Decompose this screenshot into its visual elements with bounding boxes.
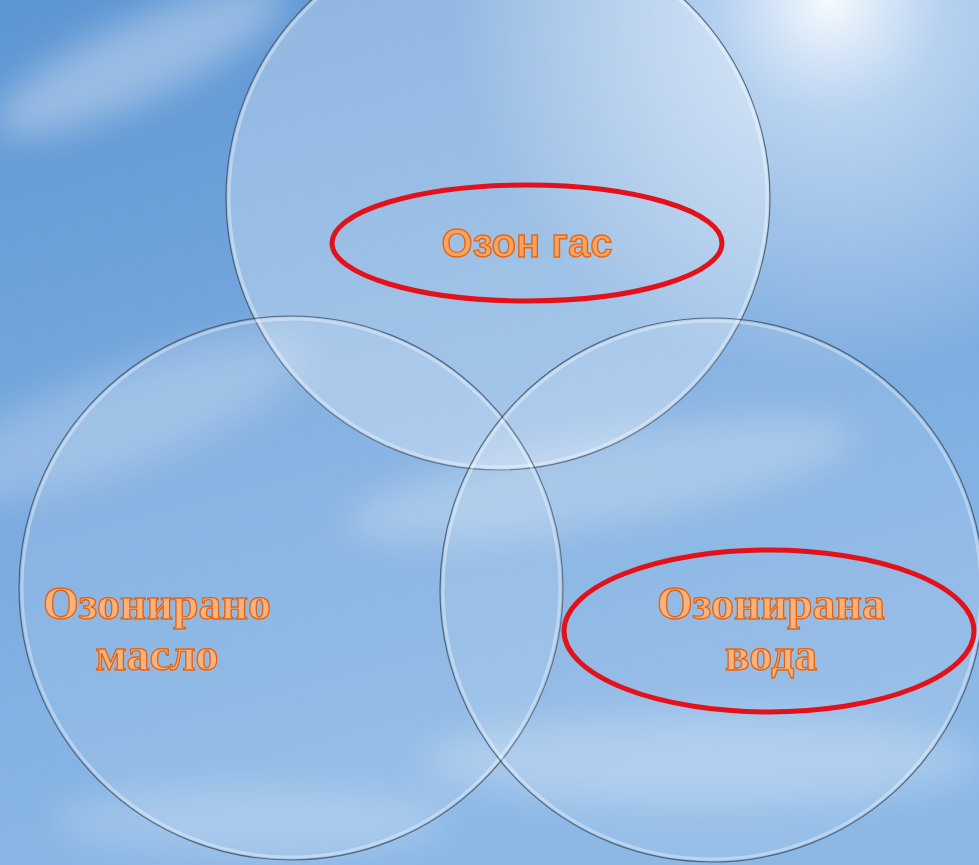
highlight-ellipse (564, 550, 974, 712)
venn-circle: Озонирано масло (18, 315, 564, 861)
venn-circle: Озонирана вода (439, 317, 979, 863)
circle-label: Озон гас (377, 221, 677, 265)
venn-circle: Озон гас (225, 0, 771, 471)
circle-rim (229, 0, 767, 467)
circle-shape (226, 0, 770, 470)
circle-rim (443, 321, 979, 859)
circle-label: Озонирано масло (12, 579, 302, 680)
circle-label: Озонирана вода (626, 579, 916, 680)
circle-shape (440, 318, 979, 862)
highlight-ellipse (332, 185, 722, 301)
